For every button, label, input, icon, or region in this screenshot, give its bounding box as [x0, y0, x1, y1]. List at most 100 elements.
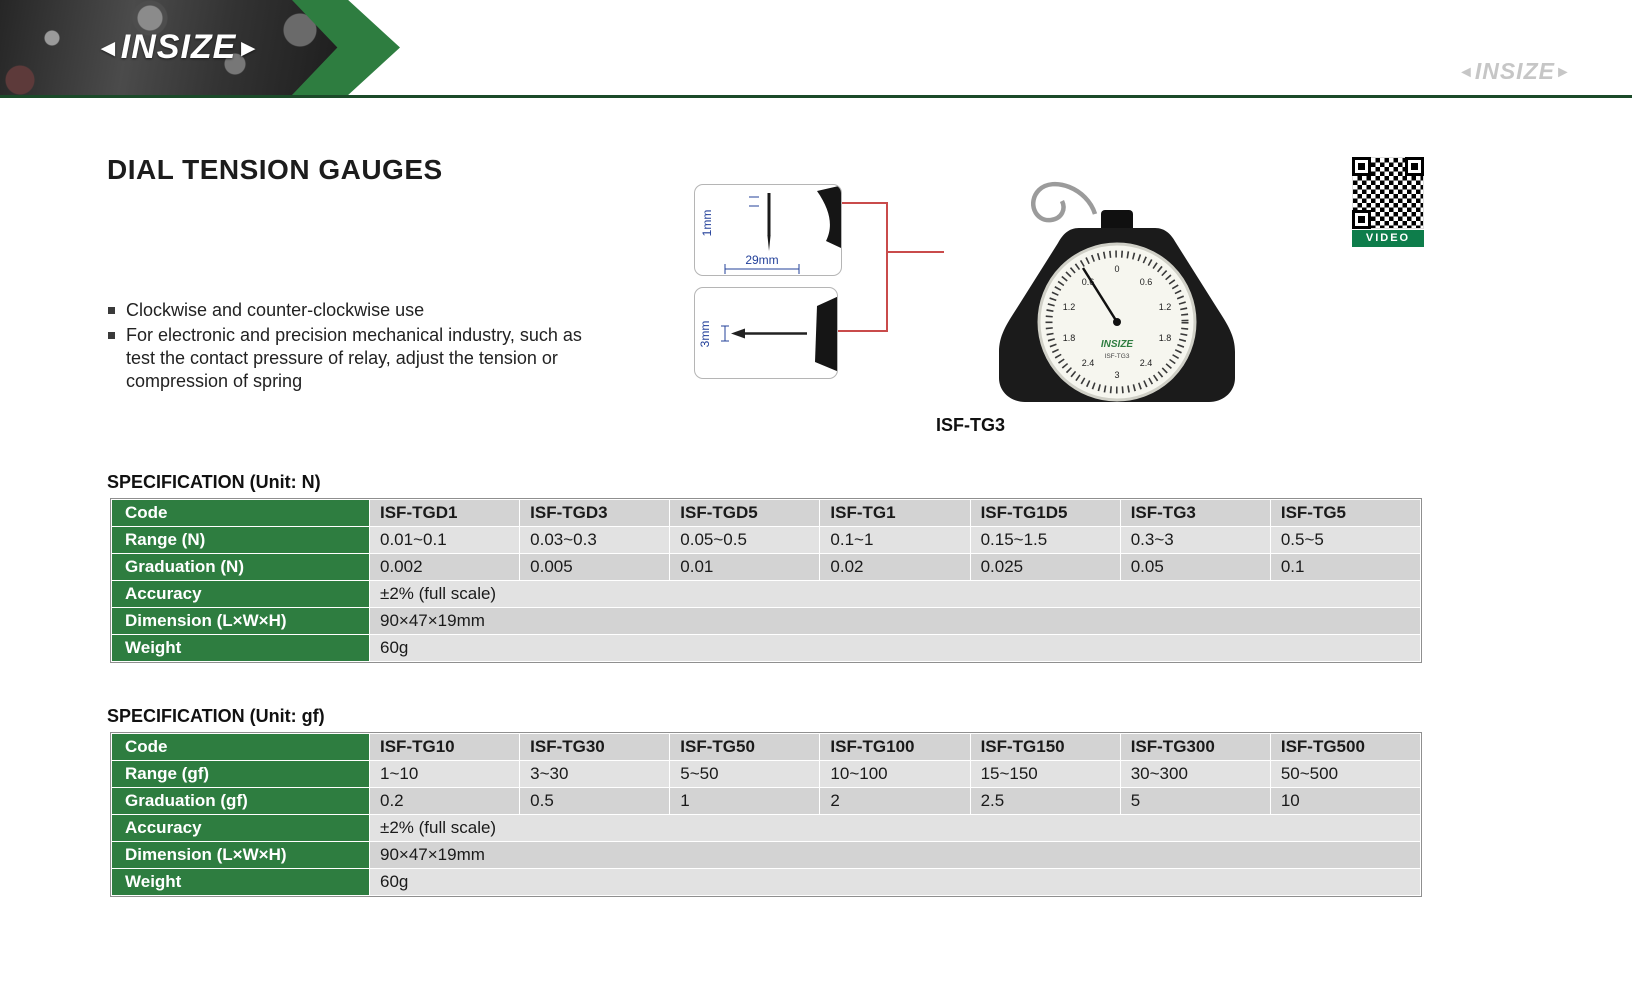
watermark-right-arrow-icon: ►: [1554, 64, 1572, 81]
spec-cell-graduation: 10: [1269, 787, 1422, 815]
list-item: For electronic and precision mechanical …: [108, 324, 586, 393]
spec-cell-range: 0.15~1.5: [969, 526, 1121, 554]
spec-cell-graduation: 0.1: [1269, 553, 1422, 581]
figure-caption: ISF-TG3: [936, 415, 1006, 435]
insize-logo: ◄INSIZE►: [96, 28, 261, 67]
spec-cell-code: ISF-TG3: [1119, 499, 1271, 527]
dial-number: 1.2: [1159, 302, 1172, 312]
spec-cell-code: ISF-TG100: [819, 733, 971, 761]
spec-cell-range: 0.1~1: [819, 526, 971, 554]
tip-dimension-diagram-top: 1mm 29mm: [694, 184, 842, 276]
logo-right-arrow-icon: ►: [236, 35, 262, 62]
callout-line: [886, 251, 944, 253]
qr-finder-icon: [1352, 210, 1371, 229]
spec-cell-weight: 60g: [369, 868, 1421, 896]
dial-model-text: ISF-TG3: [1105, 353, 1130, 360]
callout-line: [842, 202, 886, 204]
spec-cell-code: ISF-TG500: [1269, 733, 1422, 761]
dial-tension-gauge-image: 0 0.6 1.2 1.8 2.4 3 0.6 1.2 1.8 2.4 INSI…: [945, 170, 1265, 420]
dial-number: 0.6: [1082, 277, 1095, 287]
spec-cell-range: 0.05~0.5: [669, 526, 821, 554]
dim-label-1mm: 1mm: [700, 210, 714, 237]
table-row: Code ISF-TG10 ISF-TG30 ISF-TG50 ISF-TG10…: [111, 733, 1422, 761]
dim-label-29mm: 29mm: [745, 253, 778, 267]
spec-cell-graduation: 2: [819, 787, 971, 815]
row-label-dimension: Dimension (L×W×H): [111, 841, 370, 869]
spec-cell-code: ISF-TGD5: [669, 499, 821, 527]
feature-text: Clockwise and counter-clockwise use: [126, 300, 425, 320]
spec-cell-weight: 60g: [369, 634, 1421, 662]
list-item: Clockwise and counter-clockwise use: [108, 299, 586, 322]
row-label-range: Range (N): [111, 526, 370, 554]
table-row: Weight 60g: [111, 634, 1421, 662]
spec-cell-code: ISF-TG10: [368, 733, 521, 761]
table-row: Graduation (gf) 0.2 0.5 1 2 2.5 5 10: [111, 787, 1422, 815]
table-row: Accuracy ±2% (full scale): [111, 580, 1421, 608]
dial-number: 1.8: [1159, 333, 1172, 343]
spec-cell-code: ISF-TGD3: [519, 499, 671, 527]
bullet-square-icon: [108, 332, 115, 339]
dial-number: 2.4: [1140, 358, 1153, 368]
spec-cell-range: 0.3~3: [1119, 526, 1271, 554]
spec-cell-range: 30~300: [1119, 760, 1271, 788]
qr-finder-icon: [1405, 157, 1424, 176]
header-banner: ◄INSIZE►: [0, 0, 1632, 95]
spec-cell-code: ISF-TG5: [1269, 499, 1422, 527]
spec-cell-graduation: 0.005: [519, 553, 671, 581]
video-label[interactable]: VIDEO: [1352, 230, 1424, 247]
qr-code[interactable]: [1352, 157, 1424, 229]
spec-cell-code: ISF-TG300: [1119, 733, 1271, 761]
dial-number: 1.8: [1063, 333, 1076, 343]
table-row: Code ISF-TGD1 ISF-TGD3 ISF-TGD5 ISF-TG1 …: [111, 499, 1422, 527]
bullet-square-icon: [108, 307, 115, 314]
dial-number: 0: [1114, 264, 1119, 274]
dial-needle: [1081, 267, 1119, 323]
spec-cell-range: 50~500: [1269, 760, 1422, 788]
spec-cell-range: 0.5~5: [1269, 526, 1422, 554]
tip-dimension-diagram-side: 3mm: [694, 287, 838, 379]
tip-drawing-side: 3mm: [698, 296, 837, 372]
gauge-housing-fragment: [817, 185, 841, 249]
spec-cell-graduation: 0.2: [368, 787, 521, 815]
spec-cell-graduation: 0.02: [819, 553, 971, 581]
dial-number: 2.4: [1082, 358, 1095, 368]
page-title: DIAL TENSION GAUGES: [107, 154, 443, 185]
callout-line: [838, 330, 886, 332]
watermark-left-arrow-icon: ◄: [1458, 64, 1475, 81]
spec-cell-range: 3~30: [519, 760, 671, 788]
spec-cell-graduation: 0.025: [969, 553, 1121, 581]
gauge-housing-fragment: [815, 296, 837, 372]
spec-cell-range: 0.01~0.1: [368, 526, 521, 554]
feature-text: For electronic and precision mechanical …: [126, 325, 582, 391]
spec-cell-graduation: 2.5: [969, 787, 1121, 815]
row-label-weight: Weight: [111, 634, 370, 662]
spec-cell-graduation: 0.05: [1119, 553, 1271, 581]
row-label-weight: Weight: [111, 868, 370, 896]
spec-cell-code: ISF-TG1D5: [969, 499, 1121, 527]
spec-cell-accuracy: ±2% (full scale): [369, 814, 1421, 842]
spec-cell-range: 5~50: [669, 760, 821, 788]
row-label-code: Code: [111, 733, 370, 761]
spec-cell-code: ISF-TG30: [519, 733, 671, 761]
row-label-accuracy: Accuracy: [111, 580, 370, 608]
dial-number: 0.6: [1140, 277, 1153, 287]
dim-label-3mm: 3mm: [698, 321, 712, 348]
spec-cell-graduation: 5: [1119, 787, 1271, 815]
insize-watermark: ◄INSIZE►: [1458, 58, 1572, 85]
callout-line: [886, 202, 888, 332]
row-label-graduation: Graduation (gf): [111, 787, 370, 815]
header-divider: [0, 95, 1632, 98]
dial-number: 1.2: [1063, 302, 1076, 312]
spec-cell-range: 15~150: [969, 760, 1121, 788]
spec-cell-graduation: 0.5: [519, 787, 671, 815]
logo-text: INSIZE: [120, 28, 237, 66]
row-label-accuracy: Accuracy: [111, 814, 370, 842]
spec-cell-graduation: 0.002: [368, 553, 521, 581]
table-row: Weight 60g: [111, 868, 1421, 896]
logo-left-arrow-icon: ◄: [96, 35, 121, 62]
spec-cell-code: ISF-TGD1: [368, 499, 521, 527]
table-row: Range (N) 0.01~0.1 0.03~0.3 0.05~0.5 0.1…: [111, 526, 1422, 554]
spec-cell-range: 10~100: [819, 760, 971, 788]
row-label-range: Range (gf): [111, 760, 370, 788]
